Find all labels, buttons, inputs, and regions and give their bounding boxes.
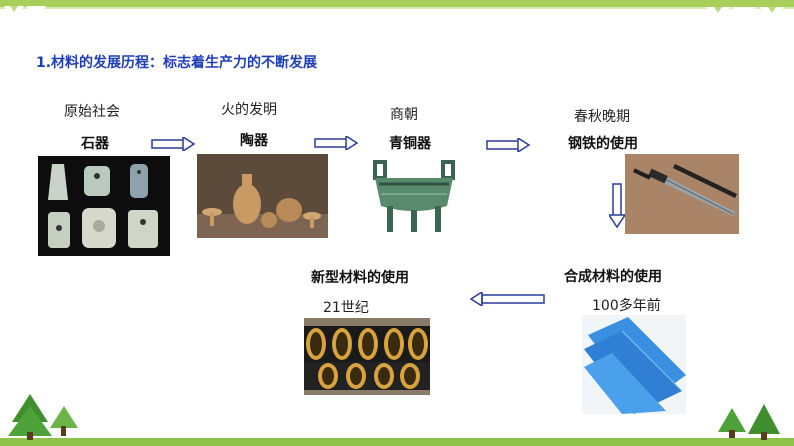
arrow-left-icon bbox=[470, 292, 545, 306]
stage-material-new: 新型材料的使用 bbox=[311, 270, 409, 286]
stage-era-fire-invention: 火的发明 bbox=[221, 102, 277, 118]
corrugated-pipes-image bbox=[304, 318, 430, 395]
top-left-leaf-decoration bbox=[4, 6, 46, 20]
arrow-right-3-icon bbox=[486, 138, 530, 152]
bottom-right-trees-decoration bbox=[718, 404, 780, 440]
top-right-leaf-decoration bbox=[706, 7, 784, 22]
bottom-green-bar bbox=[0, 438, 794, 446]
top-green-bar bbox=[0, 0, 794, 7]
stage-material-iron-steel: 钢铁的使用 bbox=[568, 136, 638, 152]
pottery-image bbox=[197, 154, 328, 238]
arrow-right-1-icon bbox=[151, 137, 195, 151]
iron-sword-image bbox=[625, 154, 739, 234]
synthetic-boards-image bbox=[582, 315, 686, 414]
stage-era-stone-age: 原始社会 bbox=[64, 104, 120, 120]
bronze-vessel-image bbox=[369, 158, 459, 234]
top-green-stripe bbox=[0, 7, 794, 9]
stage-material-stone-tools: 石器 bbox=[81, 136, 109, 152]
arrow-right-2-icon bbox=[314, 136, 358, 150]
stage-material-pottery: 陶器 bbox=[240, 133, 268, 149]
arrow-down-icon bbox=[609, 183, 625, 229]
stage-era-late-spring-autumn: 春秋晚期 bbox=[574, 109, 630, 125]
stage-material-bronze: 青铜器 bbox=[389, 136, 431, 152]
stone-tools-image bbox=[38, 156, 170, 256]
page-title: 1.材料的发展历程：标志着生产力的不断发展 bbox=[36, 55, 318, 71]
bottom-left-trees-decoration bbox=[8, 394, 78, 440]
stage-era-shang-dynasty: 商朝 bbox=[390, 107, 418, 123]
stage-era-100-years-ago: 100多年前 bbox=[592, 298, 661, 314]
stage-material-synthetic: 合成材料的使用 bbox=[564, 269, 662, 285]
stage-era-21st-century: 21世纪 bbox=[323, 300, 369, 316]
